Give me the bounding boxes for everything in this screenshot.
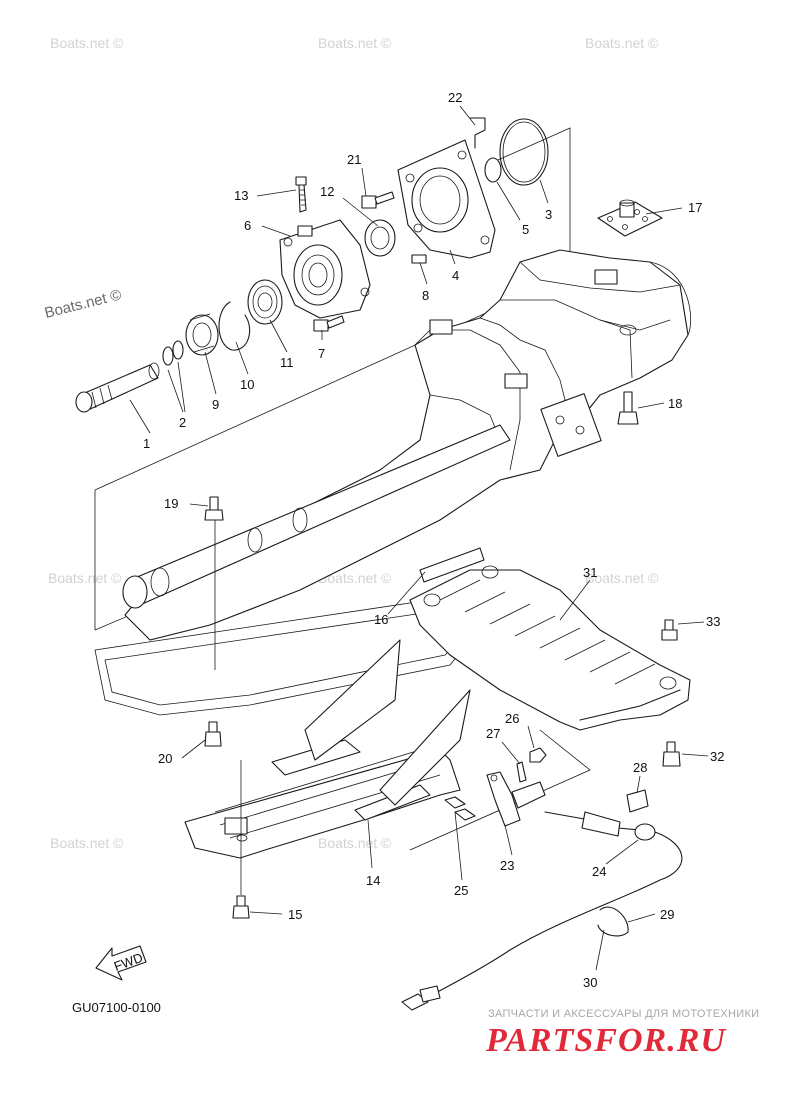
part-14-ride-plate [184, 639, 471, 859]
watermark: Boats.net © [50, 835, 124, 851]
leader-lines [129, 105, 709, 971]
part-19-bolt [204, 496, 224, 521]
callout-18: 18 [668, 396, 682, 411]
watermark: Boats.net © [585, 35, 659, 51]
part-20-bolt [204, 721, 222, 747]
banner-subtitle: ЗАПЧАСТИ И АКСЕССУАРЫ ДЛЯ МОТОТЕХНИКИ [488, 1008, 760, 1020]
part-25-screws [444, 796, 476, 821]
callout-9: 9 [212, 397, 219, 412]
watermark: Boats.net © [48, 570, 122, 586]
callout-29: 29 [660, 907, 674, 922]
fwd-label: FWD [112, 950, 145, 974]
part-23-bracket [486, 771, 546, 827]
watermark-main: Boats.net © [43, 286, 123, 322]
part-3-large-o-ring [499, 118, 549, 186]
part-15-bolt [232, 895, 250, 919]
watermark: Boats.net © [318, 570, 392, 586]
callout-33: 33 [706, 614, 720, 629]
callout-21: 21 [347, 152, 361, 167]
callout-labels: 1 2 3 4 5 6 7 8 9 10 11 12 13 14 15 16 1… [143, 90, 724, 990]
callout-12: 12 [320, 184, 334, 199]
drive-shaft [122, 424, 511, 609]
watermark: Boats.net © [318, 35, 392, 51]
watermark: Boats.net © [318, 835, 392, 851]
part-21-bolt [361, 191, 395, 209]
diagram-code: GU07100-0100 [72, 1000, 161, 1015]
callout-26: 26 [505, 711, 519, 726]
part-17-fitting-plate [597, 199, 663, 237]
callout-11: 11 [280, 355, 294, 370]
part-29-clamp [597, 906, 629, 937]
callout-24: 24 [592, 864, 606, 879]
callout-1: 1 [143, 436, 150, 451]
callout-13: 13 [234, 188, 248, 203]
part-11-bearing [247, 279, 283, 325]
part-10-circlip [218, 301, 251, 351]
part-5-o-ring [484, 157, 502, 183]
part-30-cable-end [401, 985, 441, 1011]
part-22-bracket [469, 117, 486, 149]
part-24-cable [431, 811, 683, 996]
callout-10: 10 [240, 377, 254, 392]
callout-23: 23 [500, 858, 514, 873]
callout-27: 27 [486, 726, 500, 741]
watermark: Boats.net © [50, 35, 124, 51]
part-28-sleeve [626, 789, 649, 813]
callout-16: 16 [374, 612, 388, 627]
callout-14: 14 [366, 873, 380, 888]
callout-32: 32 [710, 749, 724, 764]
callout-8: 8 [422, 288, 429, 303]
part-32-bolt [662, 741, 681, 767]
fwd-arrow-icon: FWD [95, 945, 147, 981]
watermark: Boats.net © [585, 570, 659, 586]
callout-2: 2 [179, 415, 186, 430]
callout-19: 19 [164, 496, 178, 511]
callout-15: 15 [288, 907, 302, 922]
callout-20: 20 [158, 751, 172, 766]
part-33-bolt [661, 619, 678, 641]
callout-7: 7 [318, 346, 325, 361]
part-26-nut [529, 747, 547, 763]
callout-17: 17 [688, 200, 702, 215]
callout-25: 25 [454, 883, 468, 898]
part-12-bearing [364, 219, 396, 257]
part-1-shaft [75, 362, 160, 413]
part-4-housing-plate [397, 139, 496, 259]
callout-28: 28 [633, 760, 647, 775]
callout-31: 31 [583, 565, 597, 580]
part-2-o-rings [162, 340, 184, 366]
part-27-clip [516, 761, 527, 783]
part-16-rubber-strip [419, 547, 485, 583]
part-8-pin [411, 254, 427, 264]
callout-4: 4 [452, 268, 459, 283]
banner-logo[interactable]: PARTSFOR.RU [486, 1022, 726, 1059]
part-18-bolt [617, 391, 639, 425]
callout-3: 3 [545, 207, 552, 222]
part-6-bearing-housing [279, 219, 371, 319]
callout-22: 22 [448, 90, 462, 105]
part-13-bolt [295, 176, 307, 213]
callout-6: 6 [244, 218, 251, 233]
part-9-oil-seal [185, 313, 219, 356]
callout-5: 5 [522, 222, 529, 237]
part-31-intake-grate [409, 565, 691, 731]
callout-30: 30 [583, 975, 597, 990]
part-7-bolt [313, 315, 345, 332]
